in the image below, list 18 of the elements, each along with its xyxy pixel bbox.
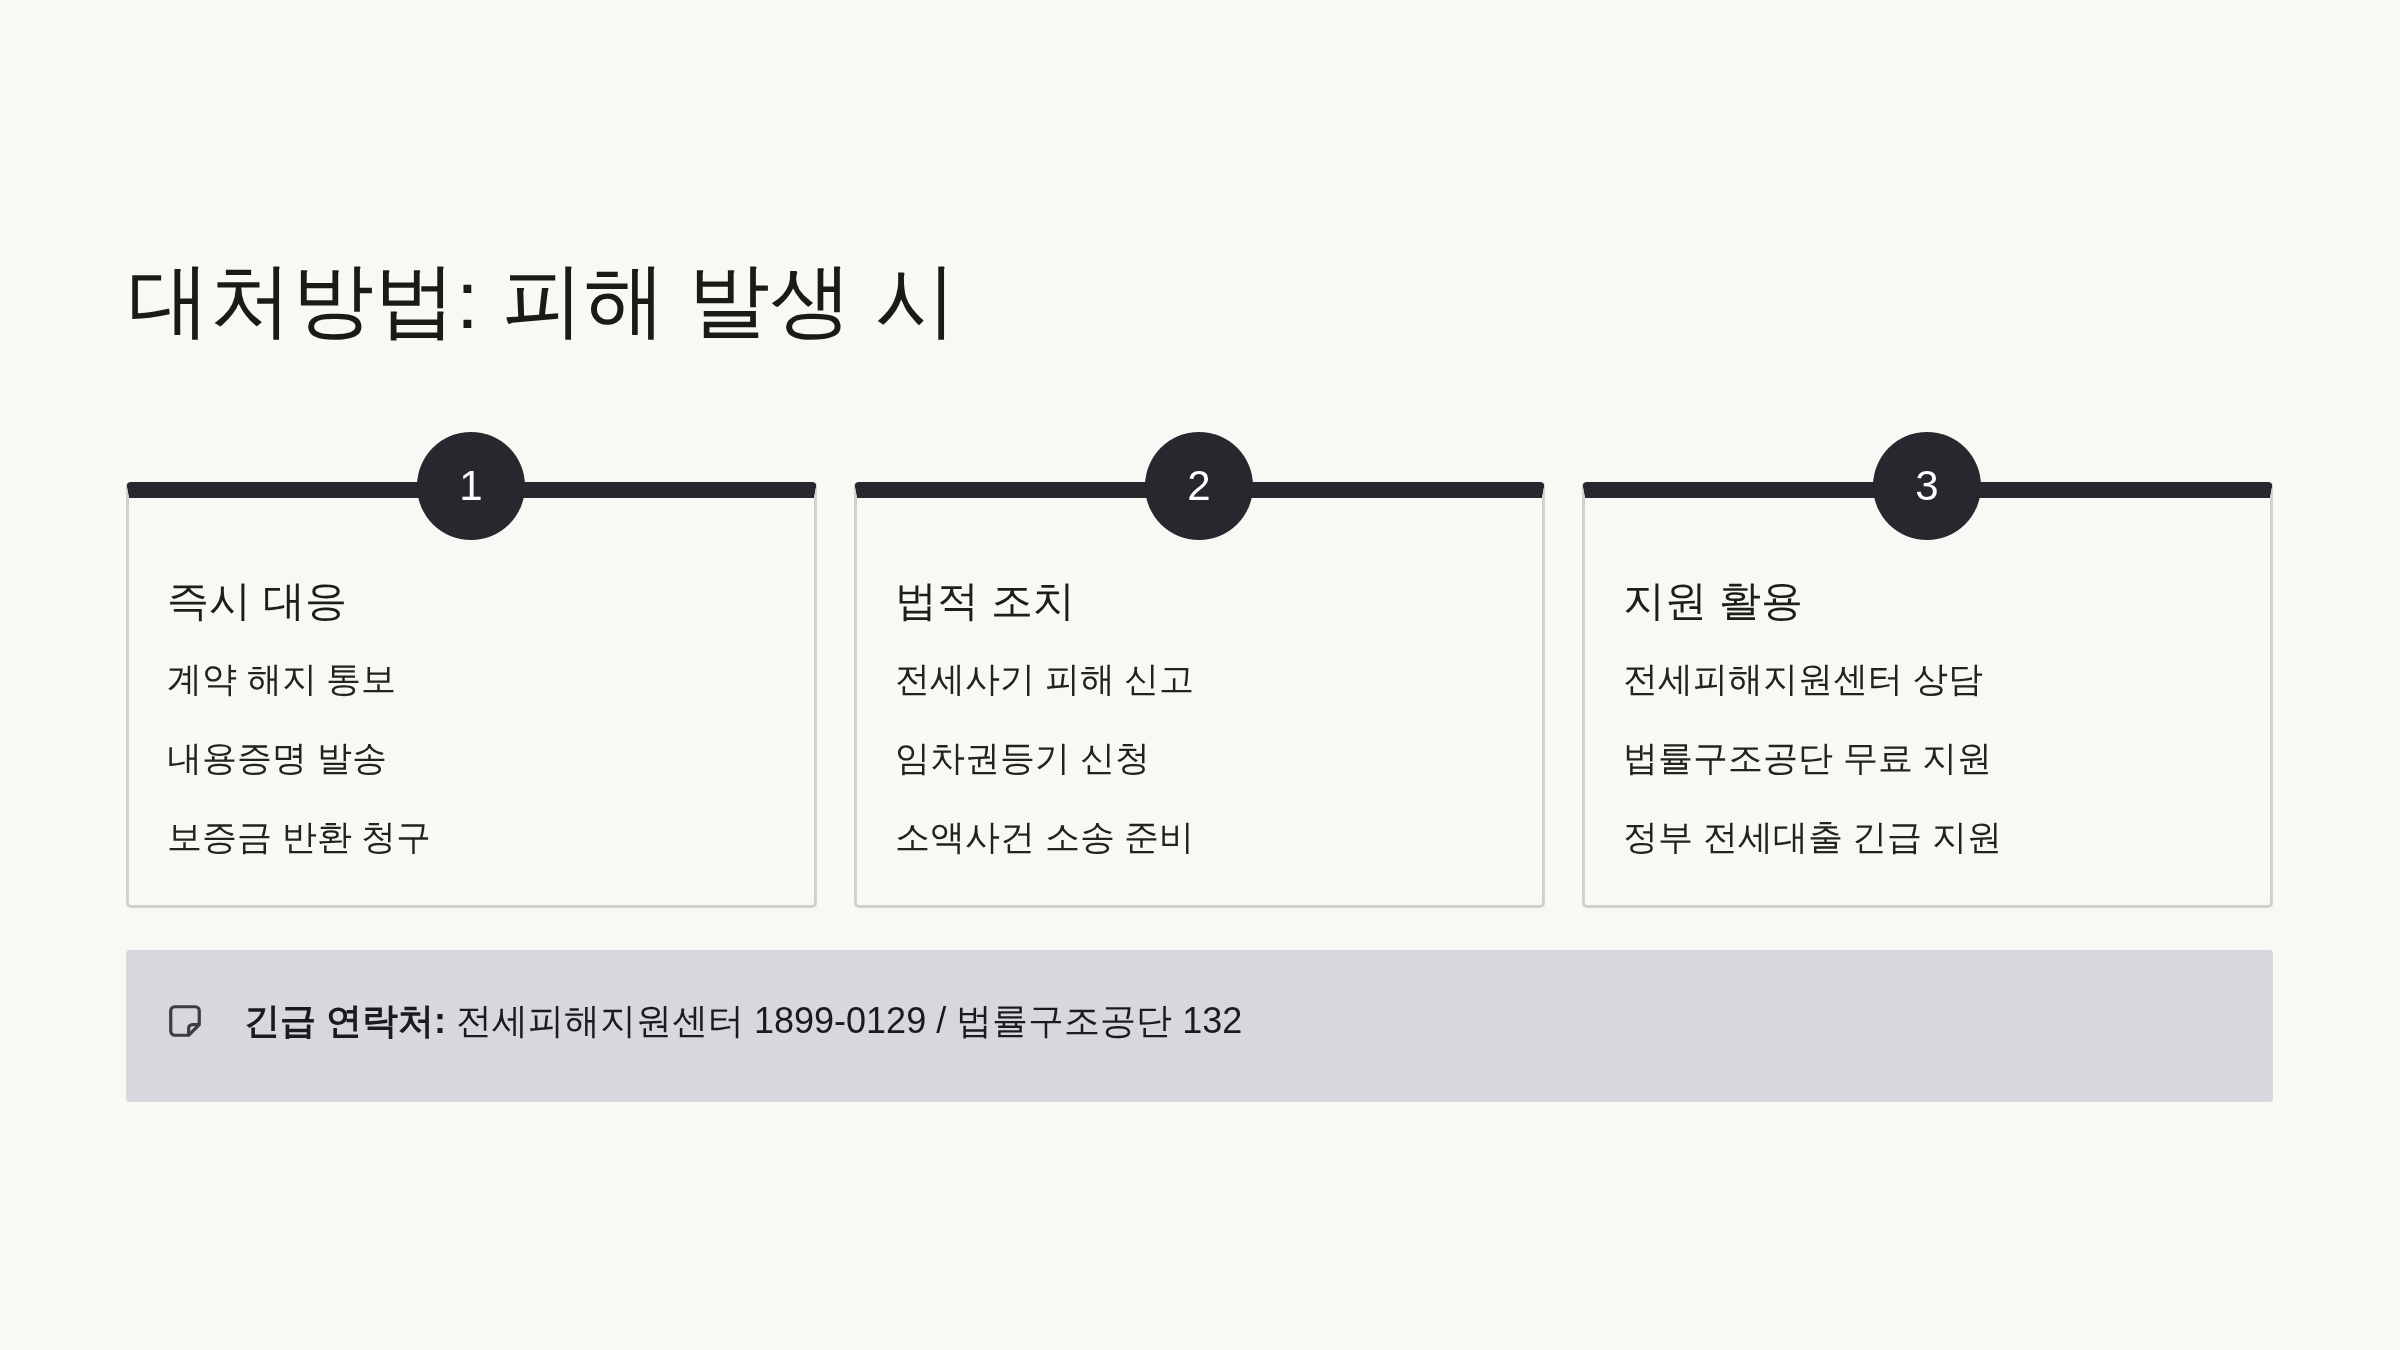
card-item: 계약 해지 통보	[167, 658, 397, 700]
card-item: 전세피해지원센터 상담	[1623, 658, 1983, 700]
number-badge: 3	[1873, 432, 1981, 540]
number-badge: 2	[1145, 432, 1253, 540]
note-banner	[126, 950, 2273, 1102]
card-heading: 지원 활용	[1623, 576, 1803, 626]
card-item: 전세사기 피해 신고	[895, 658, 1195, 700]
card-item: 내용증명 발송	[167, 737, 387, 779]
card-item: 소액사건 소송 준비	[895, 816, 1195, 858]
card-item: 임차권등기 신청	[895, 737, 1150, 779]
card-heading: 법적 조치	[895, 576, 1075, 626]
contact-note: 긴급 연락처: 전세피해지원센터 1899-0129 / 법률구조공단 132	[244, 999, 1243, 1043]
card-item: 정부 전세대출 긴급 지원	[1623, 816, 2003, 858]
number-badge: 1	[417, 432, 525, 540]
card-heading: 즉시 대응	[167, 576, 347, 626]
title: 대처방법: 피해 발생 시	[128, 253, 958, 347]
card-item: 법률구조공단 무료 지원	[1623, 737, 1993, 779]
card-item: 보증금 반환 청구	[167, 816, 432, 858]
